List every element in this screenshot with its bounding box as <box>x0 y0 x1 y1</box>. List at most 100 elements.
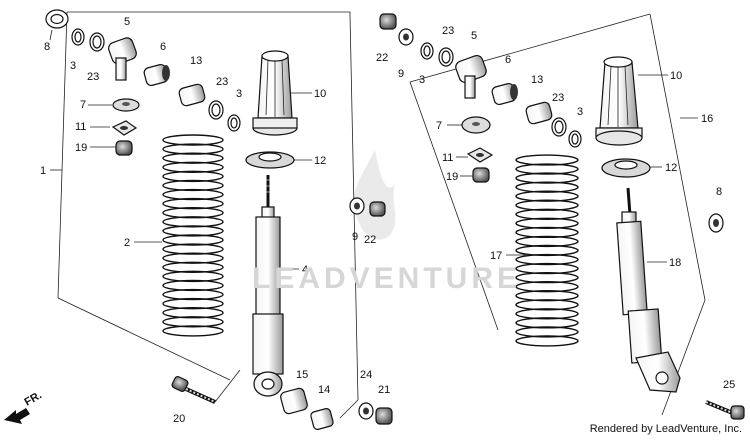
callout-11-right: 11 <box>442 152 453 164</box>
spring-coil-turn <box>162 179 224 192</box>
callout-7-right: 7 <box>436 120 442 132</box>
spring-coil-turn <box>162 270 224 283</box>
callout-6-left: 6 <box>160 41 166 53</box>
callout-3-right-a: 3 <box>419 74 425 86</box>
seal-23-left-b <box>208 100 224 120</box>
bushing-6-right <box>491 82 518 106</box>
spring-seat-12-left <box>245 151 295 169</box>
callout-5-left: 5 <box>124 16 130 28</box>
callout-8-right: 8 <box>716 186 722 198</box>
spring-coil-turn <box>162 234 224 246</box>
callout-13-left: 13 <box>190 55 202 67</box>
spring-coil-turn <box>515 317 579 329</box>
callout-14-left: 14 <box>318 384 330 396</box>
seal-23-right-b <box>551 117 567 137</box>
spring-coil-turn <box>162 261 224 273</box>
washer-24-left <box>358 402 374 420</box>
callout-13-right: 13 <box>531 74 543 86</box>
callout-12-right: 12 <box>665 162 677 174</box>
callout-6-right: 6 <box>505 54 511 66</box>
spring-coil-turn <box>515 190 579 202</box>
spring-coil-turn <box>515 335 579 347</box>
spring-coil-turn <box>515 199 579 211</box>
bolt-25-right <box>705 400 745 420</box>
callout-20-left: 20 <box>173 413 185 425</box>
callout-11-left: 11 <box>75 121 86 133</box>
callout-2-left: 2 <box>124 237 130 249</box>
front-direction-arrow: FR. <box>4 389 44 424</box>
shock-absorber-4-left <box>252 175 284 397</box>
washer-9-right <box>398 28 414 46</box>
seal-23-left-a <box>89 32 105 52</box>
upper-mount-5-left <box>108 37 137 81</box>
callout-7-left: 7 <box>80 99 86 111</box>
callout-19-left: 19 <box>75 142 87 154</box>
callout-3-left-b: 3 <box>236 88 242 100</box>
callout-25-right: 25 <box>723 379 735 391</box>
spring-coil-turn <box>162 197 224 210</box>
spring-coil-turn <box>162 161 224 173</box>
spring-coil-turn <box>162 134 224 146</box>
spring-coil-turn <box>515 181 579 193</box>
seal-3-right-a <box>420 42 434 60</box>
callout-12-left: 12 <box>314 155 326 167</box>
spring-coil-turn <box>515 280 579 293</box>
nut-22-right <box>379 13 397 30</box>
washer-7-right <box>461 116 491 134</box>
callout-22-left: 22 <box>364 234 376 246</box>
spring-coil-turn <box>515 299 579 311</box>
spring-coil-turn <box>162 288 224 301</box>
spring-coil-turn <box>162 297 224 310</box>
spring-coil-turn <box>515 326 579 338</box>
spring-coil-turn <box>515 262 579 275</box>
seal-3-left-a <box>71 28 85 46</box>
plate-11-left <box>111 120 138 136</box>
watermark-text: LEADVENTURE <box>252 262 522 295</box>
washer-9-left <box>349 197 365 215</box>
callout-8-left: 8 <box>44 41 50 53</box>
callout-3-right-b: 3 <box>577 106 583 118</box>
watermark-logo <box>353 150 396 240</box>
spring-coil-turn <box>515 208 579 220</box>
spring-17-right <box>515 154 579 347</box>
seal-23-right-a <box>438 47 454 67</box>
spring-2-left <box>162 134 224 337</box>
spring-coil-turn <box>162 225 224 237</box>
seal-3-right-b <box>568 130 582 148</box>
callout-21-left: 21 <box>378 384 390 396</box>
front-arrow-label: FR. <box>23 389 44 408</box>
callout-16-right: 16 <box>701 113 713 125</box>
spring-coil-turn <box>515 226 579 239</box>
callout-3-left-a: 3 <box>70 60 76 72</box>
bushing-15-left <box>280 387 308 415</box>
spring-coil-turn <box>515 244 579 257</box>
callout-22-right: 22 <box>376 52 388 64</box>
callout-23-left-b: 23 <box>216 76 228 88</box>
bushing-6-left <box>143 63 170 87</box>
rubber-boot-10-right <box>595 56 643 146</box>
collar-14-left <box>310 408 334 430</box>
plate-11-right <box>466 147 494 163</box>
callout-18-right: 18 <box>669 257 681 269</box>
right-assembly-frame <box>409 13 706 416</box>
spring-coil-turn <box>515 217 579 230</box>
callout-23-right-b: 23 <box>552 92 564 104</box>
spring-seat-12-right <box>601 158 651 178</box>
bolt-20-left <box>171 375 216 404</box>
spring-coil-turn <box>162 252 224 264</box>
spring-coil-turn <box>162 316 224 328</box>
nut-19-left <box>115 140 133 156</box>
callout-9-left: 9 <box>352 231 358 243</box>
spring-coil-turn <box>515 271 579 284</box>
spring-coil-turn <box>515 163 579 175</box>
spring-coil-turn <box>515 253 579 266</box>
spring-coil-turn <box>515 308 579 320</box>
upper-mount-5-right <box>455 54 487 99</box>
callout-10-right: 10 <box>670 70 682 82</box>
leader-lines <box>50 74 698 270</box>
nut-19-right <box>472 167 490 183</box>
callout-15-left: 15 <box>296 369 308 381</box>
spring-coil-turn <box>515 290 579 302</box>
callout-24-left: 24 <box>360 369 372 381</box>
